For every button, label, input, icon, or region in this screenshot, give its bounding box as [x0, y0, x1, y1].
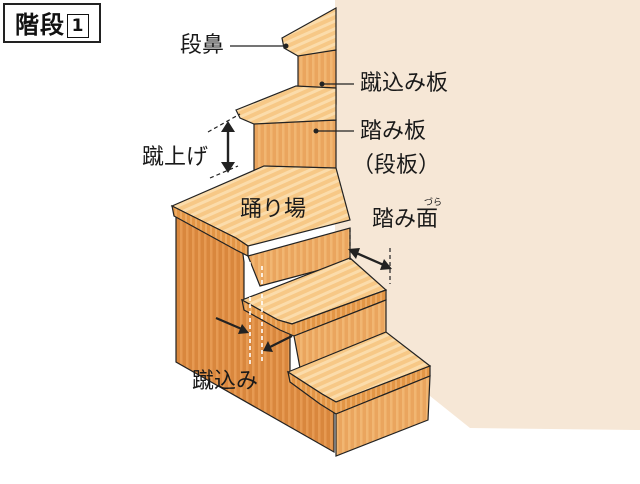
label-tread-depth: 踏み面 [372, 207, 439, 232]
label-riser-board: 蹴込み板 [360, 71, 449, 96]
tread-depth-arrow-head-left [348, 248, 360, 259]
label-nosing: 段鼻 [180, 33, 225, 58]
label-landing: 踊り場 [240, 197, 307, 222]
label-rise: 蹴上げ [142, 145, 209, 170]
toe-space-arrow-right [267, 335, 293, 349]
riser-board-dot [319, 81, 325, 87]
nosing-dot [283, 43, 289, 49]
toe-space-arrow-head-left [238, 324, 249, 334]
title-number: 1 [67, 14, 89, 38]
toe-space-arrow-left [215, 316, 245, 332]
upper-riser-2 [253, 119, 337, 171]
title-label: 階段 [15, 11, 65, 39]
label-toe-space: 蹴込み [192, 369, 259, 394]
label-tread-depth-ruby: づら [424, 198, 443, 208]
rise-arrow-head-up [221, 121, 235, 132]
tread-depth-arrow-head-right [380, 259, 392, 270]
label-tread-board: 踏み板 [360, 119, 427, 144]
upper-tread-1 [281, 6, 337, 57]
tread-depth-arrow [353, 250, 387, 268]
bottom-front [335, 375, 431, 457]
label-tread-board-alt: （段板） [352, 153, 441, 178]
wall [335, 0, 640, 430]
tread-board-dot [313, 128, 319, 134]
upper-tread-2 [235, 85, 337, 125]
rise-guide-upper [207, 113, 241, 133]
rise-guide-lower [209, 165, 239, 179]
rise-arrow-head-down [221, 162, 235, 173]
toe-space-arrow-head-right [263, 341, 273, 352]
